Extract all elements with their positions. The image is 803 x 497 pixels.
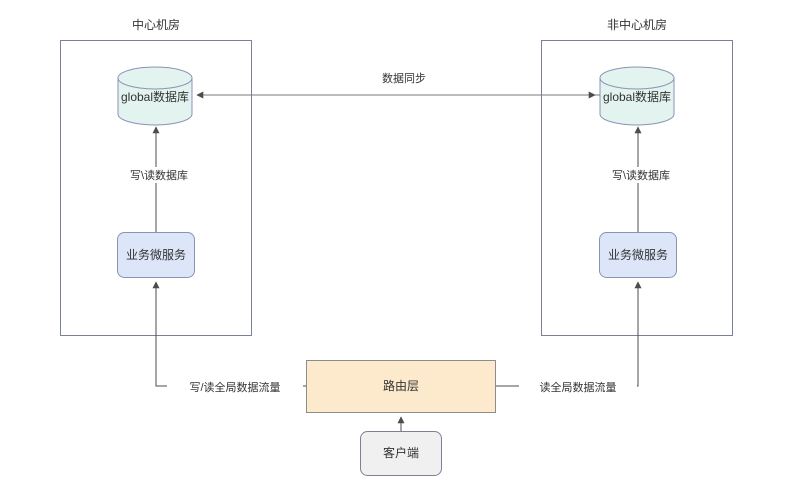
- edge-router-to-left-service: [152, 281, 306, 387]
- router-shape[interactable]: [306, 360, 496, 413]
- left-service-shape[interactable]: [117, 232, 195, 278]
- left-database-shape[interactable]: [117, 66, 193, 126]
- right-database-shape[interactable]: [599, 66, 675, 126]
- edge-label-right-traffic: 读全局数据流量: [519, 379, 637, 395]
- zone-title-center: 中心机房: [131, 18, 180, 32]
- edge-label-data-sync: 数据同步: [336, 70, 472, 86]
- edge-label-left-traffic: 写/读全局数据流量: [167, 379, 303, 395]
- edge-label-right-db-rw: 写\读数据库: [588, 167, 694, 183]
- right-service-shape[interactable]: [599, 232, 677, 278]
- edge-label-left-db-rw: 写\读数据库: [106, 167, 212, 183]
- client-shape[interactable]: [360, 431, 442, 476]
- edge-router-to-right-service: [496, 281, 642, 387]
- zone-title-non-center: 非中心机房: [606, 18, 667, 32]
- zone-box-non-center: [541, 40, 733, 336]
